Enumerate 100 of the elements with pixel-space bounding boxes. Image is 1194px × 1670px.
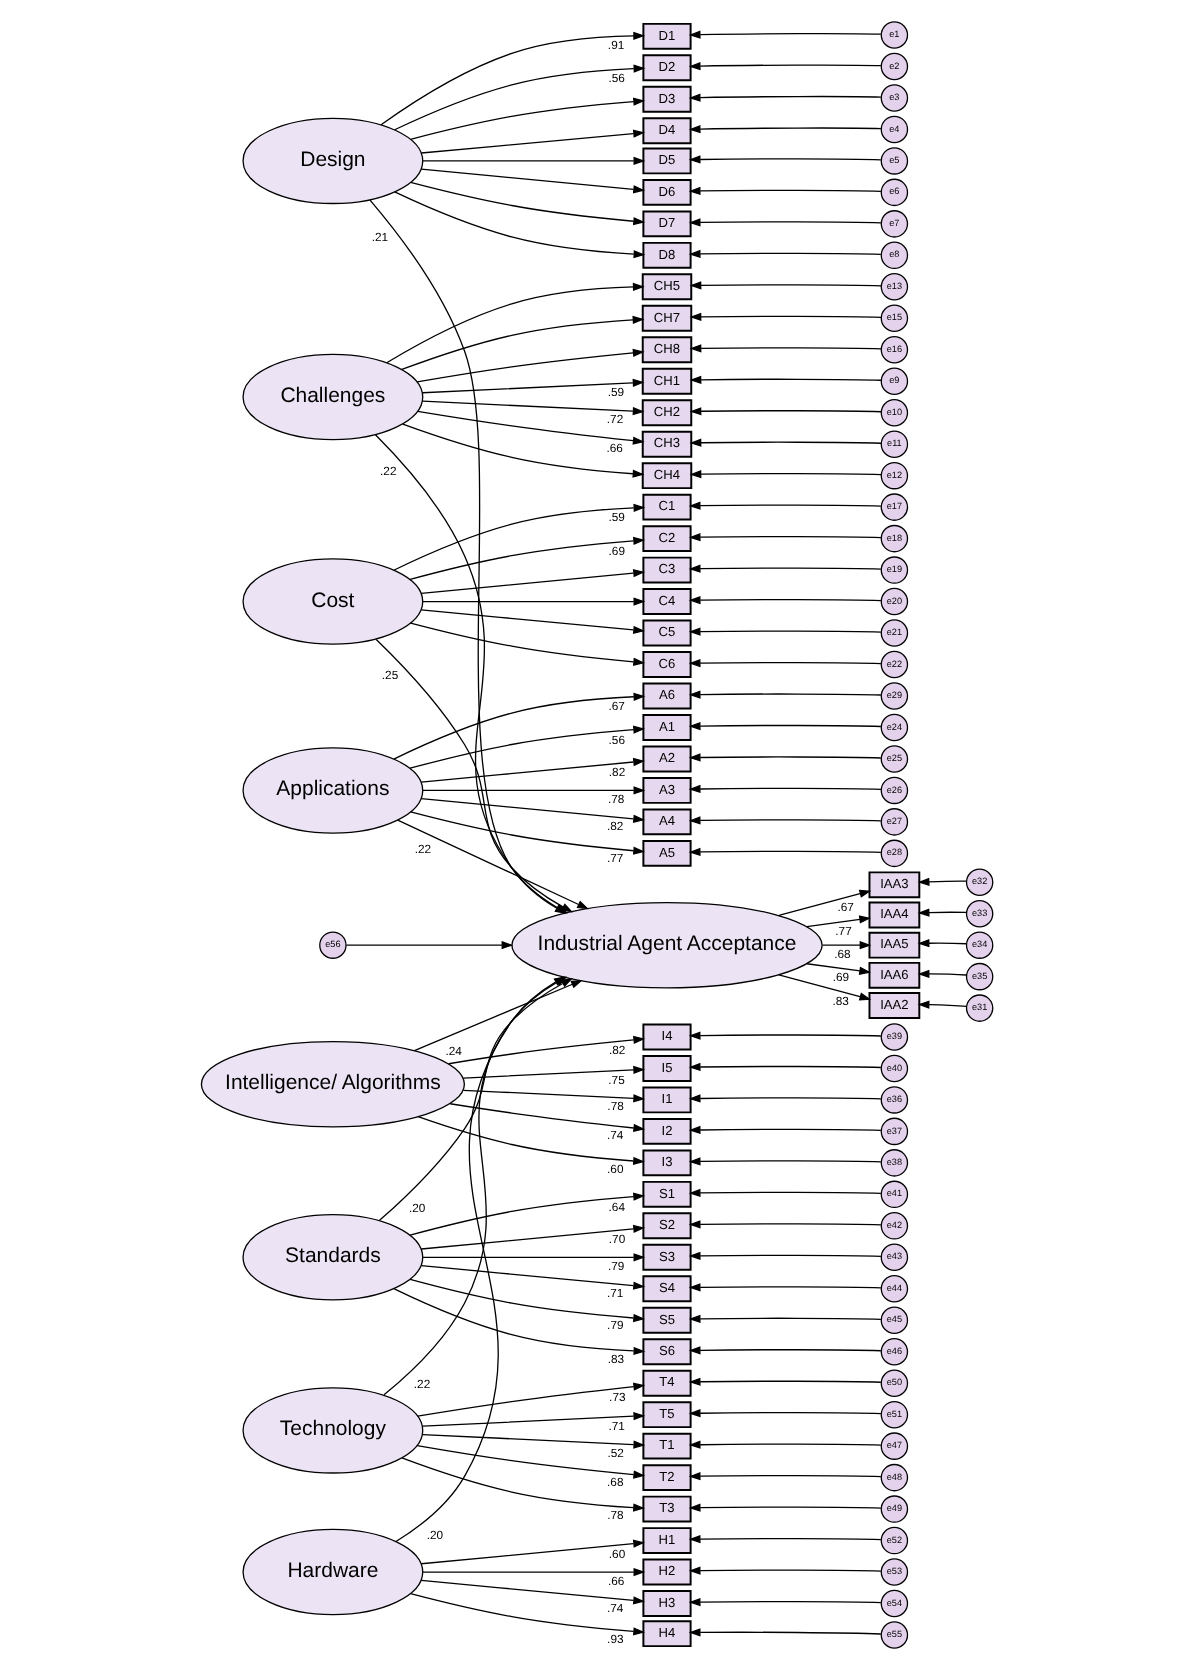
arrow bbox=[420, 1224, 646, 1250]
arrow bbox=[420, 609, 646, 635]
arrow bbox=[416, 348, 645, 383]
arrow bbox=[917, 969, 967, 979]
arrow bbox=[688, 1283, 882, 1292]
arrow bbox=[688, 533, 882, 542]
node-ellipse: Design bbox=[242, 117, 424, 205]
arrow bbox=[409, 181, 646, 226]
arrow bbox=[688, 62, 882, 71]
arrow bbox=[688, 564, 882, 573]
arrow bbox=[688, 1346, 882, 1355]
arrow bbox=[394, 191, 646, 259]
arrow bbox=[402, 423, 645, 478]
arrow bbox=[409, 1593, 646, 1636]
arrow bbox=[917, 939, 967, 948]
arrow bbox=[688, 1628, 882, 1637]
arrow bbox=[420, 757, 646, 783]
arrow bbox=[409, 1192, 646, 1236]
arrow bbox=[917, 908, 967, 917]
arrow bbox=[393, 1288, 646, 1356]
arrow bbox=[422, 1567, 646, 1577]
arrow bbox=[688, 249, 882, 259]
arrow bbox=[417, 410, 645, 445]
arrow bbox=[688, 125, 882, 134]
arrow bbox=[778, 889, 872, 917]
arrow bbox=[462, 1089, 646, 1103]
arrow bbox=[688, 690, 882, 699]
arrow bbox=[917, 1000, 968, 1009]
arrow bbox=[689, 281, 882, 290]
arrow bbox=[688, 1440, 882, 1449]
arrow bbox=[688, 1377, 882, 1386]
arrow bbox=[420, 129, 646, 154]
arrow bbox=[421, 378, 645, 394]
arrow bbox=[688, 218, 882, 227]
arrow bbox=[397, 819, 589, 910]
arrow bbox=[448, 1035, 646, 1065]
arrow bbox=[416, 1444, 646, 1479]
arrow bbox=[688, 658, 882, 668]
arrow bbox=[917, 877, 967, 886]
arrow bbox=[688, 1472, 882, 1481]
arrow bbox=[386, 282, 645, 364]
arrow bbox=[688, 1094, 882, 1103]
arrow bbox=[421, 1412, 646, 1427]
arrow bbox=[420, 569, 646, 594]
arrow bbox=[688, 1314, 882, 1323]
arrow bbox=[688, 1409, 882, 1418]
arrow bbox=[409, 725, 646, 769]
arrow bbox=[422, 597, 646, 606]
arrow bbox=[420, 1539, 646, 1565]
arrow bbox=[689, 375, 882, 384]
arrow bbox=[806, 915, 872, 928]
arrow bbox=[688, 784, 882, 794]
arrow bbox=[462, 1065, 646, 1079]
arrow bbox=[345, 941, 514, 950]
arrow bbox=[420, 1579, 646, 1605]
arrow bbox=[421, 1433, 646, 1449]
arrow bbox=[688, 155, 882, 164]
arrow bbox=[688, 596, 882, 605]
arrow bbox=[689, 344, 882, 353]
arrow bbox=[688, 1188, 882, 1198]
arrow bbox=[417, 1116, 645, 1166]
node-ellipse: Challenges bbox=[242, 353, 424, 441]
node-ellipse: Applications bbox=[242, 747, 424, 834]
arrow bbox=[421, 400, 645, 416]
arrow bbox=[688, 1503, 882, 1512]
arrow bbox=[689, 438, 882, 447]
arrow bbox=[409, 536, 646, 581]
arrow bbox=[688, 627, 882, 636]
arrow bbox=[688, 186, 882, 196]
arrow bbox=[688, 847, 882, 857]
arrow bbox=[380, 31, 646, 126]
arrow bbox=[409, 1278, 646, 1323]
arrow bbox=[420, 798, 646, 823]
arrow bbox=[688, 1157, 882, 1166]
arrow bbox=[688, 1031, 882, 1040]
arrow bbox=[688, 93, 882, 102]
arrow bbox=[420, 168, 646, 194]
arrow bbox=[688, 816, 882, 825]
arrow bbox=[688, 1535, 882, 1544]
arrow bbox=[689, 470, 882, 479]
arrow bbox=[688, 753, 882, 762]
arrow bbox=[422, 1253, 646, 1262]
arrow bbox=[409, 97, 646, 140]
arrow bbox=[688, 1597, 882, 1607]
arrow bbox=[688, 1220, 882, 1229]
arrow bbox=[401, 1457, 645, 1512]
arrow bbox=[689, 312, 882, 321]
arrow bbox=[778, 974, 872, 1001]
arrow bbox=[688, 501, 882, 510]
node-ellipse: Standards bbox=[242, 1214, 424, 1301]
node-ellipse: Technology bbox=[242, 1387, 424, 1474]
arrow bbox=[688, 1062, 882, 1072]
arrow bbox=[806, 963, 872, 975]
arrow bbox=[422, 786, 646, 795]
arrow bbox=[409, 622, 646, 666]
arrow bbox=[401, 315, 645, 371]
arrow bbox=[688, 721, 882, 731]
node-ellipse: Hardware bbox=[242, 1528, 424, 1616]
arrow bbox=[413, 979, 583, 1052]
arrow bbox=[449, 1103, 646, 1133]
